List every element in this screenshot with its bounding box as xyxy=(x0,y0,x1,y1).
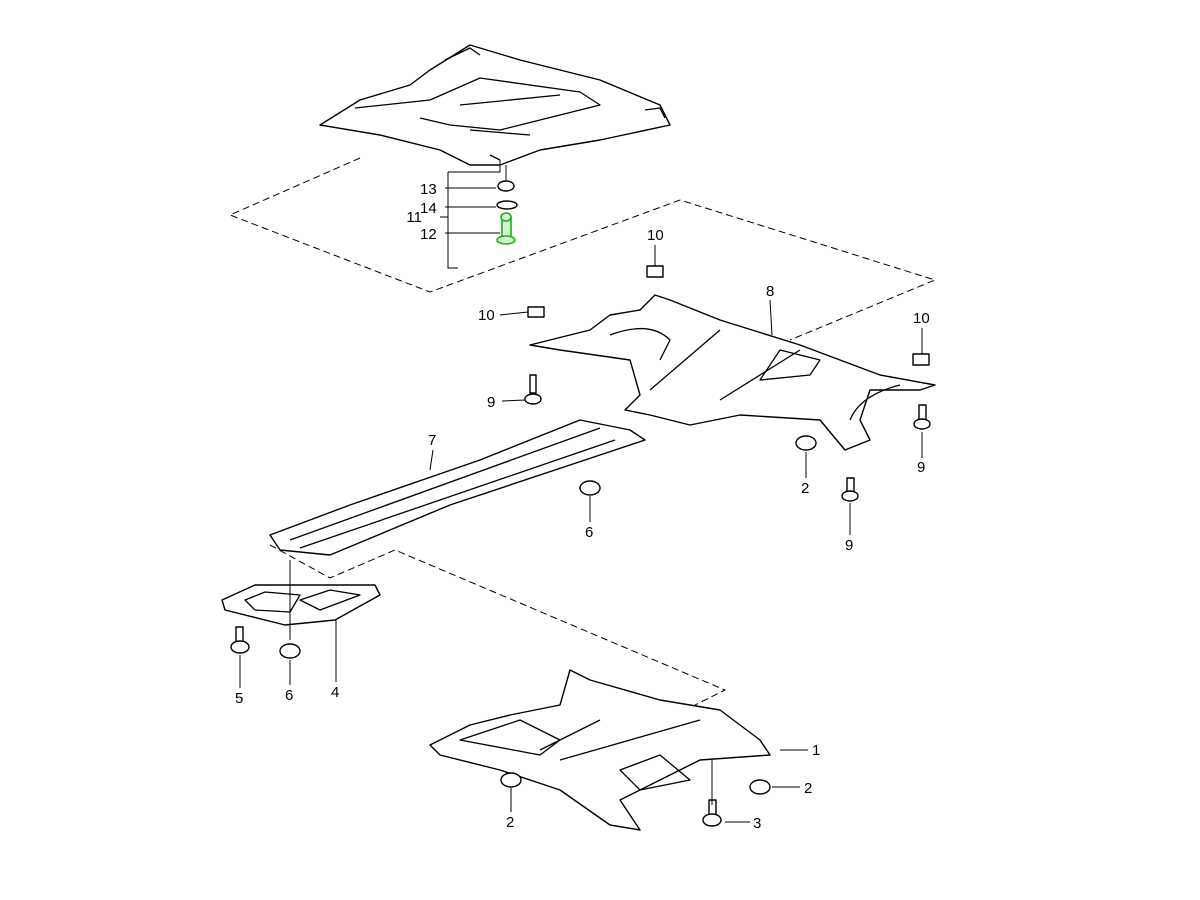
screw-9[interactable] xyxy=(913,404,931,430)
nut-6[interactable] xyxy=(279,643,301,659)
fastener-set-11 xyxy=(440,160,518,269)
alignment-lines xyxy=(228,157,937,706)
callout-13[interactable]: 13 xyxy=(420,181,437,198)
washer-14[interactable] xyxy=(496,200,518,210)
callout-10[interactable]: 10 xyxy=(478,307,495,324)
nut-2[interactable] xyxy=(749,779,771,795)
nut-2[interactable] xyxy=(500,772,522,788)
bolt-5[interactable] xyxy=(230,626,250,654)
callout-12[interactable]: 12 xyxy=(420,226,437,243)
stud-12-highlighted[interactable] xyxy=(496,212,516,245)
callout-3[interactable]: 3 xyxy=(753,815,761,832)
screw-9[interactable] xyxy=(841,477,859,502)
bolt-3[interactable] xyxy=(702,799,722,827)
callout-2[interactable]: 2 xyxy=(506,814,514,831)
callout-11[interactable]: 11 xyxy=(406,209,422,226)
nut-2[interactable] xyxy=(795,435,817,451)
callout-5[interactable]: 5 xyxy=(235,690,243,707)
front-underbody-panel[interactable] xyxy=(319,44,671,166)
callout-10[interactable]: 10 xyxy=(647,227,664,244)
callout-2[interactable]: 2 xyxy=(801,480,809,497)
screw-9[interactable] xyxy=(524,374,542,405)
callout-7[interactable]: 7 xyxy=(428,432,436,449)
nut-6[interactable] xyxy=(579,480,601,496)
rear-underbody-panel-8[interactable] xyxy=(529,294,936,451)
callout-2[interactable]: 2 xyxy=(804,780,812,797)
callout-labels: 13 14 11 12 10 8 10 10 9 7 2 9 6 9 5 6 4… xyxy=(235,181,930,832)
callout-4[interactable]: 4 xyxy=(331,684,339,701)
rear-lower-panel-1[interactable] xyxy=(429,669,771,831)
leader-lines xyxy=(239,245,923,823)
clip-10[interactable] xyxy=(912,353,930,366)
callout-9[interactable]: 9 xyxy=(487,394,495,411)
callout-9[interactable]: 9 xyxy=(917,459,925,476)
center-tunnel-panel-7[interactable] xyxy=(269,419,646,556)
callout-6[interactable]: 6 xyxy=(585,524,593,541)
callout-9[interactable]: 9 xyxy=(845,537,853,554)
callout-6[interactable]: 6 xyxy=(285,687,293,704)
nut-13[interactable] xyxy=(497,180,515,192)
callout-1[interactable]: 1 xyxy=(812,742,820,759)
callout-10[interactable]: 10 xyxy=(913,310,930,327)
callout-8[interactable]: 8 xyxy=(766,283,774,300)
callout-14[interactable]: 14 xyxy=(420,200,437,217)
skid-plate-4[interactable] xyxy=(221,584,381,626)
clip-10[interactable] xyxy=(527,306,545,318)
clip-10[interactable] xyxy=(646,265,664,278)
